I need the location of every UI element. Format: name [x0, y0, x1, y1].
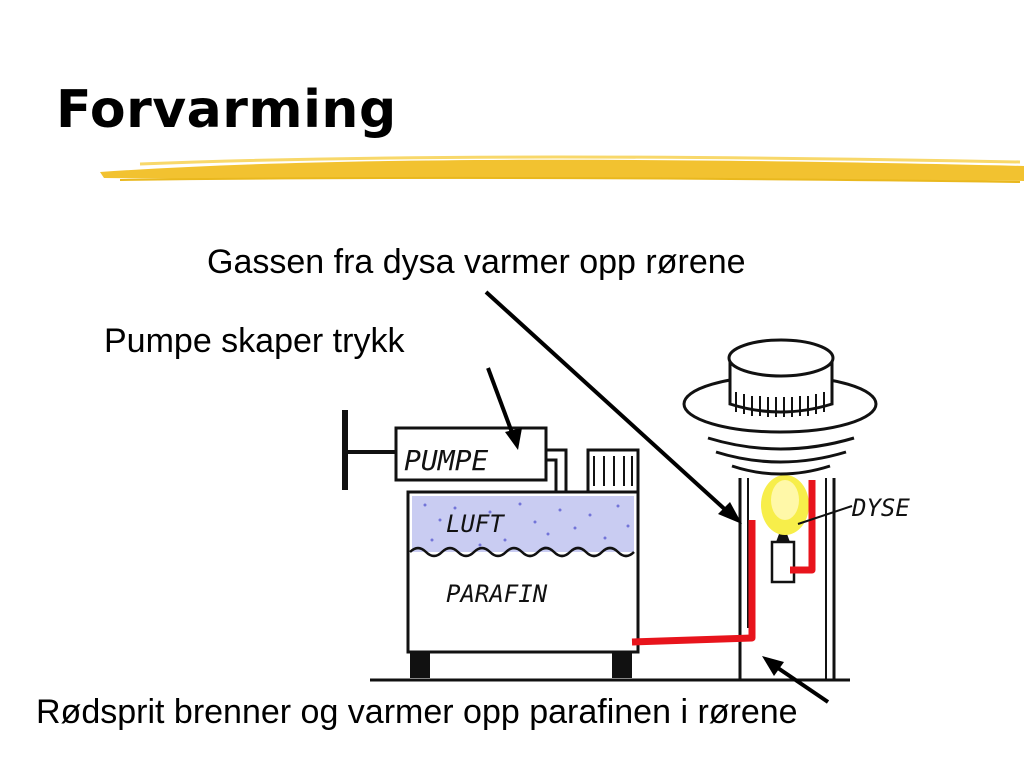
burner-head [682, 338, 878, 476]
kerosene-tank [406, 448, 640, 678]
flame [761, 475, 809, 535]
kerosene-label: PARAFIN [446, 580, 548, 608]
air-label: LUFT [446, 510, 505, 538]
nozzle-label: DYSE [851, 494, 910, 522]
pump-label: PUMPE [404, 444, 488, 477]
nozzle-leader [797, 505, 853, 525]
fuel-pipe [631, 480, 816, 646]
caption-gas: Gassen fra dysa varmer opp rørene [207, 243, 746, 281]
arrow-sprit [762, 656, 830, 704]
caption-sprit: Rødsprit brenner og varmer opp parafinen… [36, 693, 798, 731]
caption-pump: Pumpe skaper trykk [104, 322, 405, 360]
pump [342, 410, 568, 492]
slide-title: Forvarming [56, 80, 397, 140]
burner-column [738, 478, 836, 680]
title-underline [100, 155, 1024, 183]
arrow-gas [484, 290, 742, 524]
arrow-pump [486, 367, 522, 450]
